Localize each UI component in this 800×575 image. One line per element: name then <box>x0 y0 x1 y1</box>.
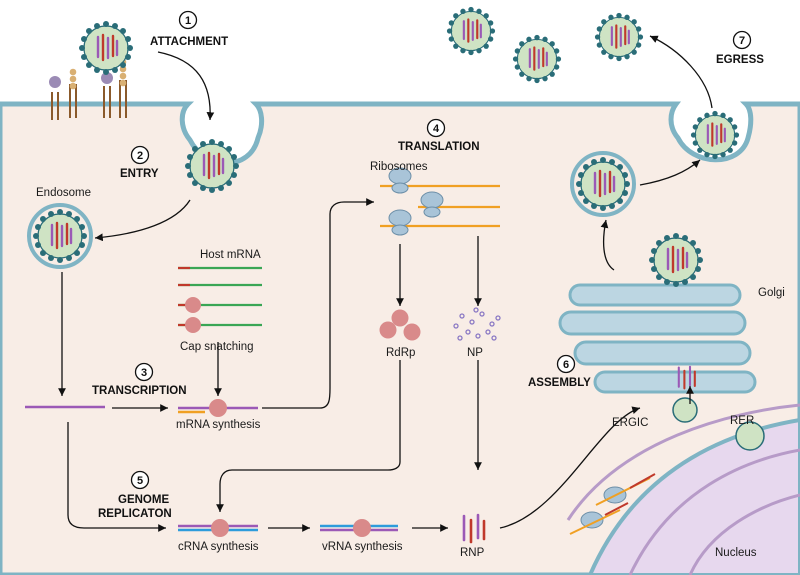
crna-synthesis-label: cRNA synthesis <box>178 541 259 553</box>
step-6-circle <box>556 354 576 374</box>
step-2-circle <box>130 145 150 165</box>
virion-released-1 <box>446 6 496 56</box>
step-5-title: GENOME <box>118 494 169 506</box>
step-6-title: ASSEMBLY <box>528 377 591 389</box>
rdrp-label: RdRp <box>386 347 415 359</box>
host-mrna-label: Host mRNA <box>200 249 261 261</box>
vrna-synthesis-label: vRNA synthesis <box>322 541 403 553</box>
step-7-circle <box>732 30 752 50</box>
rer-vesicle <box>735 421 765 451</box>
step-6-number: 6 <box>563 359 569 371</box>
step-4-title: TRANSLATION <box>398 141 480 153</box>
virion-golgi-budding <box>648 232 704 288</box>
nucleus <box>587 417 800 575</box>
ribosomes-label: Ribosomes <box>370 161 428 173</box>
virion-released-3 <box>594 12 644 62</box>
rer-membrane <box>566 403 800 575</box>
step-3-title: TRANSCRIPTION <box>92 385 187 397</box>
rer-label: RER <box>730 415 754 427</box>
step-5-title-line2: REPLICATON <box>98 508 172 520</box>
virion-entry <box>184 138 240 194</box>
nucleus-label: Nucleus <box>715 547 757 559</box>
step-5-circle <box>130 470 150 490</box>
cap-snatching-label: Cap snatching <box>180 341 254 353</box>
golgi-stacks <box>558 283 757 394</box>
virion-egress-budding <box>690 110 740 160</box>
step-4-number: 4 <box>433 123 440 135</box>
step-1-title: ATTACHMENT <box>150 36 228 48</box>
virion-released-2 <box>512 34 562 84</box>
step-4-circle <box>426 118 446 138</box>
step-2-number: 2 <box>137 150 143 162</box>
virion-endosome <box>32 208 88 264</box>
step-3-circle <box>134 362 154 382</box>
rdrp-proteins <box>379 309 421 341</box>
golgi-label: Golgi <box>758 287 785 299</box>
step-1-circle <box>178 10 198 30</box>
mrna-synthesis-label: mRNA synthesis <box>176 419 261 431</box>
rnp-label: RNP <box>460 547 485 559</box>
np-label: NP <box>467 347 483 359</box>
cell-membrane <box>0 101 800 575</box>
ergic-vesicle <box>672 397 698 423</box>
virion-vesicle <box>575 156 631 212</box>
step-7-number: 7 <box>739 35 745 47</box>
step-2-title: ENTRY <box>120 168 159 180</box>
ergic-label: ERGIC <box>612 417 648 429</box>
virion-attachment <box>78 20 134 76</box>
step-1-number: 1 <box>185 15 191 27</box>
step-5-number: 5 <box>137 475 143 487</box>
endosome-label: Endosome <box>36 187 91 199</box>
endosome-membrane <box>27 203 93 269</box>
flow-arrows <box>58 35 713 532</box>
receptors <box>51 80 127 120</box>
step-7-title: EGRESS <box>716 54 764 66</box>
ribosomes <box>388 167 627 529</box>
step-3-number: 3 <box>141 367 147 379</box>
np-proteins <box>453 307 501 341</box>
